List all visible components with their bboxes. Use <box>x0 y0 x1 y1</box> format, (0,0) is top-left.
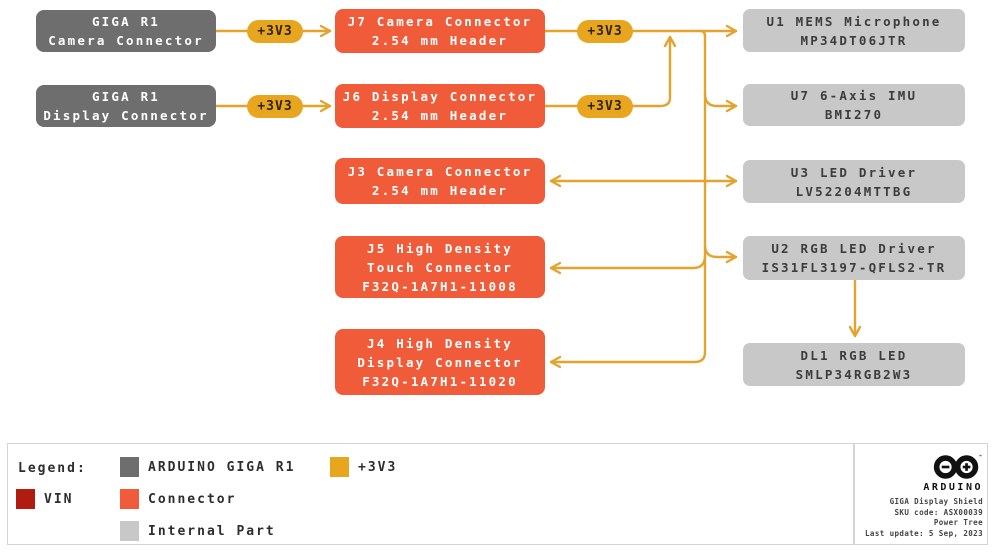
part-box-u1: U1 MEMS Microphone MP34DT06JTR <box>743 9 965 52</box>
u7-line2: BMI270 <box>824 107 884 122</box>
wire-branch-u7 <box>703 92 738 113</box>
legend-title: Legend: <box>18 461 87 476</box>
connector-box-j7: J7 Camera Connector 2.54 mm Header <box>335 9 545 53</box>
j7-line1: J7 Camera Connector <box>347 14 533 29</box>
u3-line2: LV52204MTTBG <box>795 183 913 199</box>
u3-line1: U3 LED Driver <box>790 164 918 180</box>
connector-box-j3: J3 Camera Connector 2.54 mm Header <box>335 158 545 204</box>
j4-line2: Display Connector <box>357 354 523 370</box>
wire-branch-u2 <box>703 243 738 264</box>
dl1-line2: SMLP34RGB2W3 <box>795 366 913 382</box>
j6-line1: J6 Display Connector <box>342 89 538 104</box>
legend-swatch-giga-r1 <box>120 457 139 477</box>
connector-box-j4: J4 High Density Display Connector F32Q-1… <box>335 329 545 395</box>
j7-line2: 2.54 mm Header <box>371 33 509 48</box>
badge-3v3-camera: +3V3 <box>247 20 303 43</box>
u1-line1: U1 MEMS Microphone <box>766 13 942 29</box>
badge-3v3-display: +3V3 <box>247 95 303 118</box>
wire-branch-j5 <box>549 254 707 275</box>
u7-line1: U7 6-Axis IMU <box>790 88 918 103</box>
j4-line1: J4 High Density <box>367 335 513 351</box>
badge-3v3-label: +3V3 <box>587 24 623 39</box>
footer-panel: ™ ARDUINO GIGA Display Shield SKU code: … <box>855 443 983 543</box>
j3-line2: 2.54 mm Header <box>371 183 509 198</box>
badge-3v3-label: +3V3 <box>257 99 293 114</box>
footer-last-update: Last update: 5 Sep, 2023 <box>865 528 983 538</box>
badge-3v3-j7: +3V3 <box>577 20 633 43</box>
legend-label-giga-r1: ARDUINO GIGA R1 <box>148 460 296 475</box>
arduino-wordmark: ARDUINO <box>923 482 983 493</box>
legend-label-3v3: +3V3 <box>358 460 398 475</box>
legend-swatch-internal-part <box>120 521 139 541</box>
trademark-symbol: ™ <box>979 455 982 461</box>
footer-divider <box>853 443 855 545</box>
j5-line2: Touch Connector <box>367 259 513 275</box>
part-box-u3: U3 LED Driver LV52204MTTBG <box>743 160 965 203</box>
legend-panel <box>7 443 988 545</box>
part-box-dl1: DL1 RGB LED SMLP34RGB2W3 <box>743 343 965 386</box>
u1-line2: MP34DT06JTR <box>800 32 908 48</box>
legend-swatch-3v3 <box>330 457 349 477</box>
legend-label-internal-part: Internal Part <box>148 524 276 539</box>
part-box-u7: U7 6-Axis IMU BMI270 <box>743 84 965 126</box>
source-box-display-connector: GIGA R1 Display Connector <box>36 85 216 127</box>
u2-line2: IS31FL3197-QFLS2-TR <box>761 260 947 275</box>
badge-3v3-label: +3V3 <box>587 99 623 114</box>
j4-line3: F32Q-1A7H1-11020 <box>362 373 518 389</box>
j3-line1: J3 Camera Connector <box>347 164 533 179</box>
badge-3v3-j6: +3V3 <box>577 95 633 118</box>
footer-sku: SKU code: ASX00039 <box>894 507 983 517</box>
legend-label-connector: Connector <box>148 492 237 507</box>
connector-box-j6: J6 Display Connector 2.54 mm Header <box>335 84 545 128</box>
legend-swatch-vin <box>16 489 35 509</box>
wire-trunk-to-j4 <box>549 29 707 369</box>
legend-label-vin: VIN <box>44 492 74 507</box>
source-display-line2: Display Connector <box>43 108 209 123</box>
source-display-line1: GIGA R1 <box>91 89 161 104</box>
badge-3v3-label: +3V3 <box>257 24 293 39</box>
footer-info: GIGA Display Shield SKU code: ASX00039 P… <box>865 497 983 539</box>
wire-j6-merge-up <box>543 35 677 108</box>
source-box-camera-connector: GIGA R1 Camera Connector <box>36 10 216 52</box>
source-camera-line1: GIGA R1 <box>91 14 161 29</box>
part-box-u2: U2 RGB LED Driver IS31FL3197-QFLS2-TR <box>743 236 965 280</box>
arduino-logo-icon: ™ <box>933 455 982 479</box>
dl1-line1: DL1 RGB LED <box>800 347 908 363</box>
footer-product: GIGA Display Shield <box>889 497 983 506</box>
source-camera-line2: Camera Connector <box>48 33 204 48</box>
j6-line2: 2.54 mm Header <box>371 108 509 123</box>
j5-line1: J5 High Density <box>367 240 513 256</box>
legend-swatch-connector <box>120 489 139 509</box>
j5-line3: F32Q-1A7H1-11008 <box>362 278 518 294</box>
connector-box-j5: J5 High Density Touch Connector F32Q-1A7… <box>335 236 545 298</box>
footer-doc-type: Power Tree <box>933 518 983 527</box>
u2-line1: U2 RGB LED Driver <box>771 241 937 256</box>
